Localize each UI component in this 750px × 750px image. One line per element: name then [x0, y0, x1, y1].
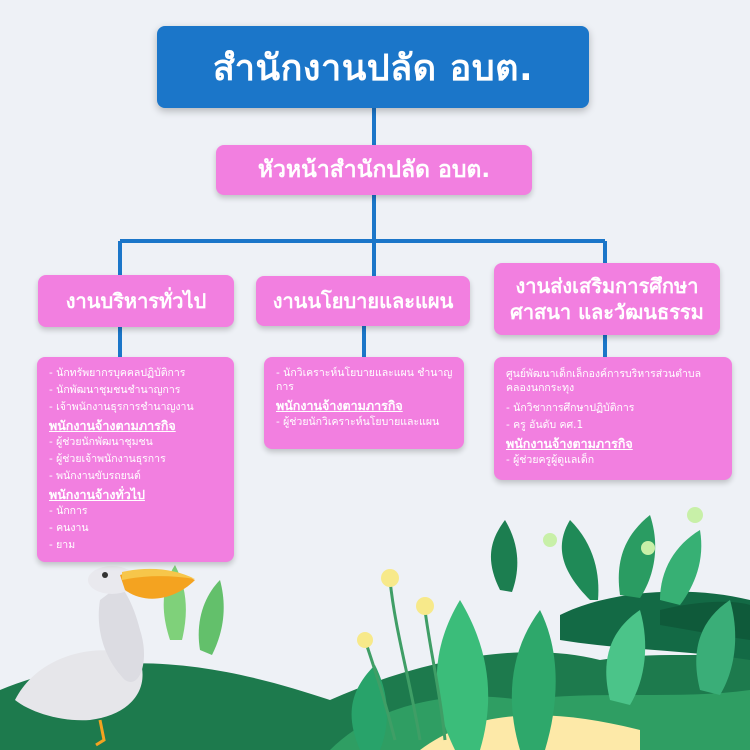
dept-name-line-1: งานส่งเสริมการศึกษา: [515, 274, 699, 298]
dept-policy-plan: งานนโยบายและแผน: [256, 276, 470, 326]
lower-foliage: [0, 507, 750, 750]
page-title: สำนักงานปลัด อบต.: [212, 47, 534, 89]
list-item: - พนักงานขับรถยนต์: [49, 470, 141, 482]
dept-name: งานนโยบายและแผน: [272, 289, 454, 313]
list-item: - นักวิเคราะห์นโยบายและแผน ชำนาญการ: [276, 367, 453, 393]
list-item: - ผู้ช่วยครูผู้ดูแลเด็ก: [506, 454, 595, 466]
pelican-illustration: [15, 566, 195, 747]
dept-general-admin: งานบริหารทั่วไป: [38, 275, 234, 327]
head-title: หัวหน้าสำนักปลัด อบต.: [257, 157, 491, 183]
list-item: - ครู อันดับ คศ.1: [506, 419, 584, 431]
dept-education-culture: งานส่งเสริมการศึกษา ศาสนา และวัฒนธรรม: [494, 263, 720, 335]
list-item: - นักทรัพยากรบุคคลปฏิบัติการ: [49, 367, 186, 379]
staff-list-education-culture: ศูนย์พัฒนาเด็กเล็กองค์การบริหารส่วนตำบลค…: [494, 357, 732, 480]
list-item: - นักการ: [49, 505, 88, 517]
dept-name-line-2: ศาสนา และวัฒนธรรม: [510, 300, 704, 324]
staff-list-general-admin: - นักทรัพยากรบุคคลปฏิบัติการ - นักพัฒนาช…: [37, 357, 234, 562]
group-heading: พนักงานจ้างตามภารกิจ: [49, 418, 176, 433]
list-item: - ผู้ช่วยเจ้าพนักงานธุรการ: [49, 453, 166, 465]
list-item: - นักวิชาการศึกษาปฏิบัติการ: [506, 402, 635, 414]
list-item: - ผู้ช่วยนักพัฒนาชุมชน: [49, 436, 153, 448]
list-item: - เจ้าพนักงานธุรการชำนาญงาน: [49, 401, 194, 413]
head-box: หัวหน้าสำนักปลัด อบต.: [216, 145, 532, 195]
list-item: - ผู้ช่วยนักวิเคราะห์นโยบายและแผน: [276, 416, 440, 428]
group-heading: พนักงานจ้างทั่วไป: [49, 487, 145, 502]
center-note: ศูนย์พัฒนาเด็กเล็กองค์การบริหารส่วนตำบลค…: [506, 368, 702, 394]
group-heading: พนักงานจ้างตามภารกิจ: [506, 436, 633, 451]
list-item: - นักพัฒนาชุมชนชำนาญการ: [49, 384, 181, 396]
dept-name: งานบริหารทั่วไป: [65, 289, 207, 313]
staff-list-policy-plan: - นักวิเคราะห์นโยบายและแผน ชำนาญการ พนัก…: [264, 357, 464, 449]
group-heading: พนักงานจ้างตามภารกิจ: [276, 398, 403, 413]
list-item: - ยาม: [49, 539, 76, 551]
list-item: - คนงาน: [49, 522, 89, 534]
title-banner: สำนักงานปลัด อบต.: [157, 26, 589, 108]
